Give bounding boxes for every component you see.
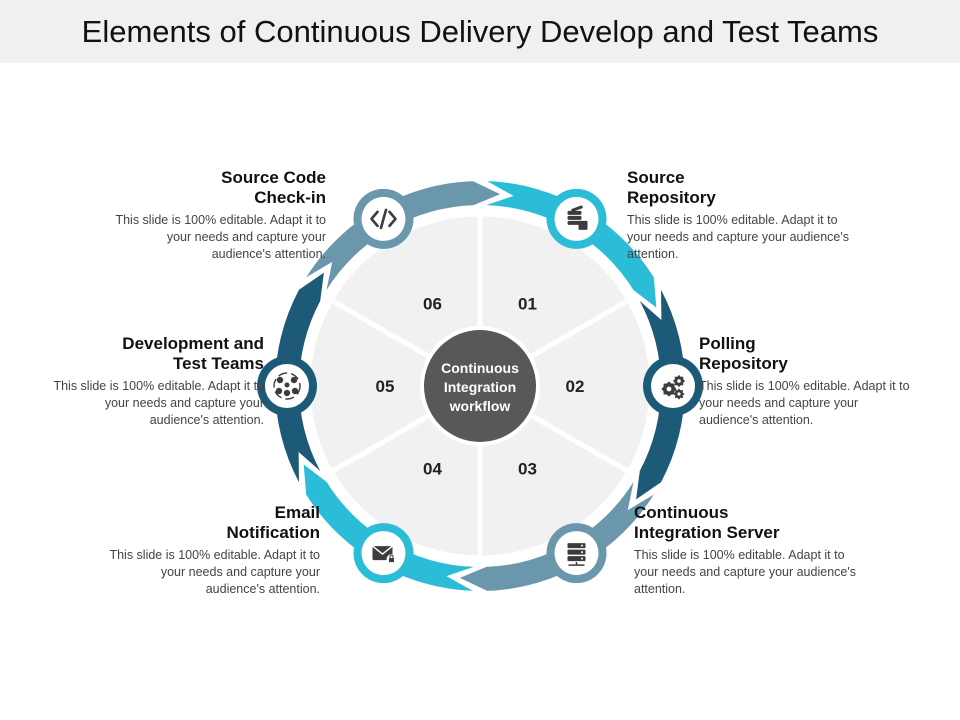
- step-number-04: 04: [423, 459, 442, 478]
- center-circle: [424, 330, 536, 442]
- step-number-03: 03: [518, 459, 537, 478]
- code-icon: [353, 188, 414, 249]
- item-03-text: Continuous Integration Server This slide…: [634, 503, 856, 598]
- item-04-heading: Email Notification: [226, 503, 321, 542]
- center-label-line-2: Integration: [444, 379, 516, 395]
- item-03-heading: Continuous Integration Server: [634, 503, 780, 542]
- item-02-description: This slide is 100% editable. Adapt it to…: [699, 379, 910, 427]
- step-number-05: 05: [376, 377, 395, 396]
- item-02-text: Polling Repository This slide is 100% ed…: [699, 334, 919, 429]
- gears-icon: [643, 356, 703, 416]
- database-stack-icon: [546, 188, 607, 249]
- step-number-02: 02: [566, 377, 585, 396]
- center-label-line-1: Continuous: [441, 360, 519, 376]
- email-lock-icon: [353, 523, 414, 584]
- page-title: Elements of Continuous Delivery Develop …: [81, 13, 879, 49]
- item-05-description: This slide is 100% editable. Adapt it to…: [53, 379, 264, 427]
- item-05-heading: Development and Test Teams: [122, 334, 264, 373]
- item-01-heading: Source Repository: [627, 168, 716, 207]
- item-01-text: Source Repository This slide is 100% edi…: [627, 168, 857, 263]
- title-bar: Elements of Continuous Delivery Develop …: [0, 0, 960, 63]
- step-number-06: 06: [423, 295, 442, 314]
- ring-arrow-02: [636, 289, 685, 500]
- item-02-heading: Polling Repository: [699, 334, 788, 373]
- step-number-01: 01: [518, 295, 537, 314]
- server-icon: [546, 523, 607, 584]
- item-04-description: This slide is 100% editable. Adapt it to…: [109, 548, 320, 596]
- team-network-icon: [257, 356, 317, 416]
- item-05-text: Development and Test Teams This slide is…: [44, 334, 264, 429]
- item-06-heading: Source Code Check-in: [221, 168, 326, 207]
- item-06-description: This slide is 100% editable. Adapt it to…: [115, 213, 326, 261]
- ring-arrow-05: [275, 272, 324, 483]
- item-03-description: This slide is 100% editable. Adapt it to…: [634, 548, 856, 596]
- item-01-description: This slide is 100% editable. Adapt it to…: [627, 213, 849, 261]
- center-label-line-3: workflow: [449, 398, 511, 414]
- item-04-text: Email Notification This slide is 100% ed…: [100, 503, 320, 598]
- item-06-text: Source Code Check-in This slide is 100% …: [106, 168, 326, 263]
